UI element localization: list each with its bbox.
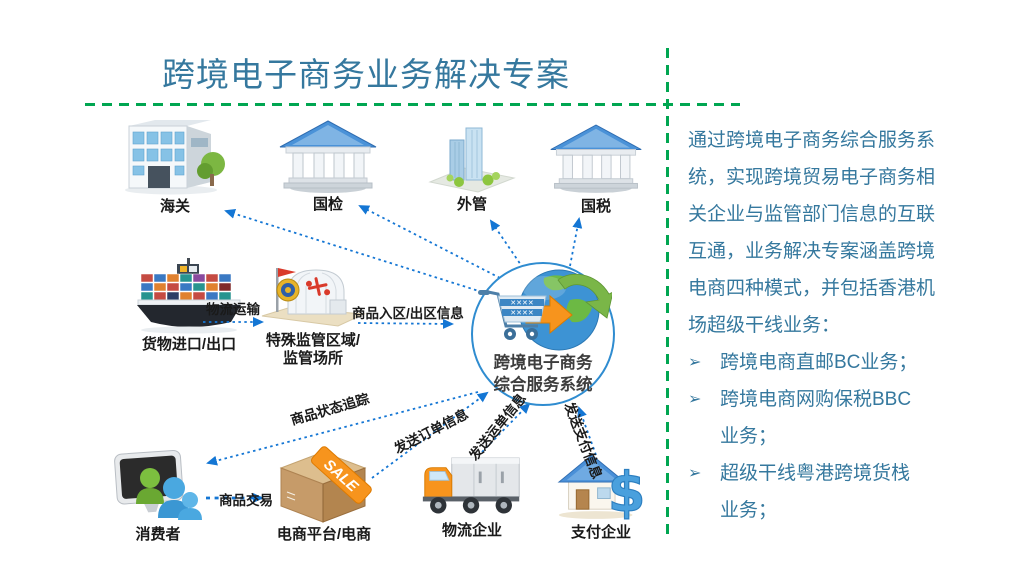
bullet-arrow-icon: ➢	[688, 465, 702, 482]
panel-paragraph: 通过跨境电子商务综合服务系统，实现跨境贸易电子商务相关企业与监管部门信息的互联互…	[688, 130, 936, 336]
edge-label-goods-trade: 商品交易	[219, 493, 273, 508]
node-consumer: 消费者	[108, 448, 208, 544]
bullet-item-trunk: ➢ 超级干线粤港跨境货栈业务；	[688, 455, 964, 529]
node-label-consumer: 消费者	[135, 526, 181, 543]
sale-box-icon: SALE	[279, 446, 372, 523]
node-payment: $ 支付企业	[552, 446, 650, 542]
node-label-customs: 海关	[159, 198, 190, 215]
customs-building-icon	[125, 120, 225, 195]
bullet-item-bc: ➢ 跨境电商直邮BC业务；	[688, 344, 964, 381]
tax-bank-icon	[550, 124, 642, 193]
node-label-tax: 国税	[580, 198, 611, 215]
page-title: 跨境电子商务业务解决专案	[162, 56, 570, 93]
bullet-text: 跨境电商直邮BC业务；	[720, 352, 918, 373]
node-label-zone-line2: 监管场所	[282, 350, 343, 367]
node-platform: SALE 电商平台/电商	[268, 444, 380, 544]
bullet-arrow-icon: ➢	[688, 354, 702, 371]
node-label-forex: 外管	[456, 196, 487, 213]
node-label-payment: 支付企业	[570, 524, 631, 541]
node-inspection: 国检	[272, 118, 384, 214]
edge-label-status-tracking: 商品状态追踪	[288, 391, 371, 428]
arrow-zone-to-center	[357, 318, 454, 329]
vertical-divider-dashed	[666, 48, 669, 537]
arrow-center-to-forex	[489, 219, 524, 269]
center-system-node: ✕✕✕✕ ✕✕✕✕ 跨境电子商务 综合服务系统	[471, 262, 615, 406]
edge-label-order-info: 发送订单信息	[391, 406, 471, 457]
node-label-logistics: 物流企业	[441, 522, 502, 539]
node-tax: 国税	[544, 120, 648, 216]
svg-text:$: $	[608, 461, 646, 522]
center-label-line2: 综合服务系统	[493, 376, 593, 394]
inspection-bank-icon	[279, 120, 377, 193]
node-logistics: 物流企业	[416, 452, 528, 540]
payment-house-icon: $	[557, 454, 646, 522]
node-label-platform: 电商平台/电商	[276, 526, 372, 543]
edge-label-zone-info: 商品入区/出区信息	[352, 306, 464, 321]
node-label-cargo: 货物进口/出口	[141, 336, 237, 353]
node-forex: 外管	[424, 124, 520, 214]
cargo-ship-icon	[137, 258, 241, 334]
truck-icon	[422, 457, 520, 514]
description-panel: 通过跨境电子商务综合服务系统，实现跨境贸易电子商务相关企业与监管部门信息的互联互…	[688, 122, 964, 529]
edge-label-logistics-transport: 物流运输	[206, 302, 260, 317]
bullet-text: 跨境电商网购保税BBC业务；	[720, 389, 912, 447]
arrow-center-to-tax	[569, 217, 583, 267]
panel-bullet-list: ➢ 跨境电商直邮BC业务； ➢ 跨境电商网购保税BBC业务； ➢ 超级干线粤港跨…	[688, 344, 964, 529]
svg-text:✕✕✕✕: ✕✕✕✕	[510, 310, 533, 317]
node-label-zone-line1: 特殊监管区域/	[265, 332, 361, 349]
node-label-inspection: 国检	[312, 196, 343, 213]
globe-cart-icon: ✕✕✕✕ ✕✕✕✕	[478, 269, 612, 351]
consumer-monitor-icon	[114, 449, 202, 520]
bullet-text: 超级干线粤港跨境货栈业务；	[720, 463, 911, 521]
svg-text:✕✕✕✕: ✕✕✕✕	[510, 300, 533, 307]
node-customs: 海关	[116, 112, 234, 216]
forex-towers-icon	[428, 127, 516, 193]
bullet-arrow-icon: ➢	[688, 391, 702, 408]
bullet-item-bbc: ➢ 跨境电商网购保税BBC业务；	[688, 381, 964, 455]
title-underline-dashed	[85, 103, 740, 106]
center-label-line1: 跨境电子商务	[493, 354, 593, 372]
